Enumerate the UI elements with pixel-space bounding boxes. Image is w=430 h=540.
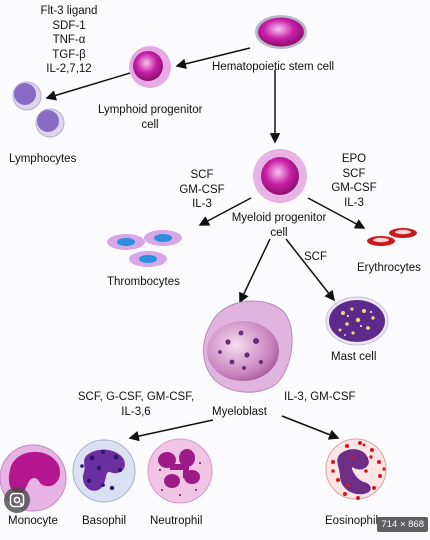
arrow-myeloblast-to-eosinophil [281, 415, 340, 440]
erythrocyte-factors: EPO SCF GM-CSF IL-3 [322, 152, 386, 210]
arrow-myeloid-to-erythrocytes [307, 197, 366, 229]
thrombocyte-factors: SCF GM-CSF IL-3 [170, 168, 234, 212]
mast-cell-label: Mast cell [331, 351, 377, 363]
granulocyte-factors: SCF, G-CSF, GM-CSF, IL-3,6 [70, 390, 202, 419]
google-lens-icon[interactable] [4, 487, 30, 513]
erythrocyte-factor-1: EPO [341, 153, 367, 165]
thrombocyte-factor-3: IL-3 [192, 198, 212, 210]
arrow-stem-to-lymphoid [175, 47, 251, 69]
lymphoid-factor-2: SDF-1 [52, 19, 86, 32]
image-size-badge: 714 × 868 [377, 517, 428, 532]
granulocyte-factor-line1: SCF, G-CSF, GM-CSF, [77, 391, 195, 403]
mast-factor: SCF [304, 251, 327, 263]
myeloid-progenitor-cell [253, 149, 307, 203]
arrow-lymphoid-to-lymphocytes [45, 72, 131, 101]
lymphoid-progenitor-label-line1: Lymphoid progenitor [98, 104, 203, 116]
lymphoid-progenitor-label: Lymphoid progenitor cell [98, 103, 202, 132]
lymphoid-progenitor-cell [129, 46, 171, 88]
stem-cell-label: Hematopoietic stem cell [212, 61, 335, 73]
myeloid-progenitor-label-line2: cell [270, 226, 288, 239]
eosinophil-cell [325, 438, 387, 500]
erythrocyte-factor-3: GM-CSF [331, 182, 377, 194]
myeloid-progenitor-label: Myeloid progenitor cell [224, 211, 334, 240]
mast-cell [325, 296, 389, 346]
arrow-myeloid-to-mast [285, 238, 335, 302]
arrows [45, 47, 366, 442]
myeloblast-label: Myeloblast [212, 406, 267, 418]
granulocyte-factor-line2: IL-3,6 [121, 405, 151, 418]
eosinophil-factors: IL-3, GM-CSF [284, 391, 356, 403]
neutrophil-cell [147, 438, 213, 504]
lymphoid-factor-5: IL-2,7,12 [46, 63, 92, 75]
erythrocyte-factor-4: IL-3 [344, 196, 364, 209]
lymphocytes-label: Lymphocytes [9, 153, 77, 165]
myeloid-progenitor-label-line1: Myeloid progenitor [231, 212, 327, 224]
myeloblast-cell [203, 300, 293, 393]
basophil-cell [72, 439, 136, 503]
basophil-label: Basophil [82, 515, 127, 527]
thrombocyte-factor-1: SCF [190, 169, 214, 181]
arrow-myeloid-to-myeloblast [239, 238, 271, 304]
erythrocyte-factor-2: SCF [342, 167, 366, 180]
lymphocytes-cells [12, 81, 65, 138]
thrombocytes-cells [107, 230, 182, 267]
arrow-myeloblast-to-granulocytes [128, 419, 214, 442]
arrow-myeloid-to-thrombocytes [198, 197, 252, 226]
stem-cell [255, 15, 307, 49]
lymphoid-progenitor-label-line2: cell [141, 118, 159, 131]
monocyte-label: Monocyte [8, 515, 58, 527]
lymphoid-factor-1: Flt-3 ligand [40, 5, 98, 17]
eosinophil-label: Eosinophil [325, 515, 379, 527]
lymphoid-factor-4: TGF-β [52, 48, 86, 61]
lymphoid-factor-3: TNF-α [52, 34, 86, 46]
lymphoid-factors: Flt-3 ligand SDF-1 TNF-α TGF-β IL-2,7,12 [24, 4, 114, 77]
neutrophil-label: Neutrophil [150, 515, 203, 527]
thrombocyte-factor-2: GM-CSF [179, 183, 225, 196]
erythrocytes-label: Erythrocytes [357, 262, 421, 274]
thrombocytes-label: Thrombocytes [107, 276, 180, 288]
lens-glyph-icon [9, 492, 25, 508]
erythrocytes-cells [367, 228, 417, 246]
